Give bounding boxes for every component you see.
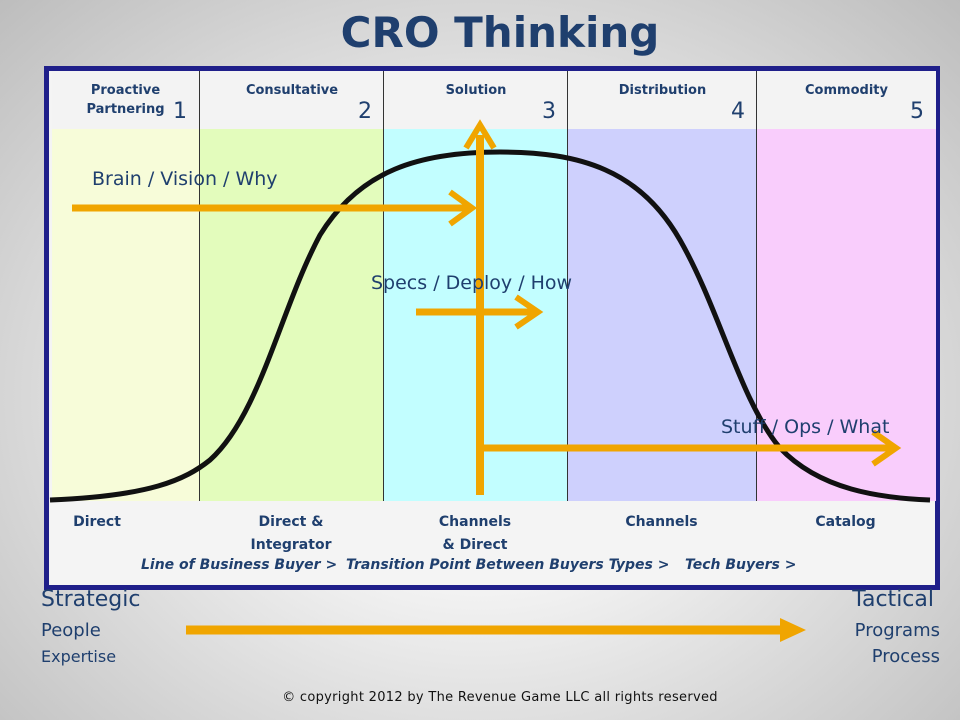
buyer-note-tech: Tech Buyers > [685, 557, 797, 573]
strategic-tactical-arrow-head [780, 618, 806, 642]
stage-header-2: Consultative 2 [199, 71, 384, 130]
stage-column-1 [52, 129, 199, 501]
stage-header-label: Commodity [805, 83, 888, 98]
stage-header-label: Proactive Partnering [86, 83, 165, 117]
flow-label-specs-deploy-how: Specs / Deploy / How [371, 272, 573, 294]
stage-header-label: Consultative [245, 83, 339, 98]
tactical-title: Tactical [852, 587, 934, 612]
page-title: CRO Thinking [340, 8, 660, 57]
stage-header-1: Proactive Partnering 1 [52, 71, 199, 130]
stage-number: 3 [542, 99, 556, 124]
channel-label-1: Direct [73, 514, 121, 530]
stage-header-5: Commodity 5 [756, 71, 936, 130]
flow-label-stuff-ops-what: Stuff / Ops / What [721, 416, 890, 438]
brain-vision-arrow-head [448, 189, 478, 227]
stuff-ops-arrow-head [871, 429, 902, 467]
tactical-line-process: Process [871, 646, 940, 667]
stage-number: 5 [910, 99, 924, 124]
stage-column-5 [756, 129, 936, 501]
specs-deploy-arrow-head [514, 294, 544, 330]
stage-header-3: Solution 3 [383, 71, 568, 130]
flow-label-brain-vision-why: Brain / Vision / Why [92, 168, 278, 190]
stage-number: 2 [358, 99, 372, 124]
strategic-line-people: People [41, 620, 101, 641]
channel-label-3: Channels & Direct [438, 514, 512, 553]
stage-number: 4 [731, 99, 745, 124]
stage-number: 1 [173, 99, 187, 124]
adoption-bell-curve [49, 149, 931, 503]
copyright-notice: © copyright 2012 by The Revenue Game LLC… [282, 690, 718, 705]
strategic-title: Strategic [41, 587, 141, 612]
stage-header-4: Distribution 4 [567, 71, 757, 130]
strategic-line-expertise: Expertise [41, 647, 117, 666]
tactical-line-programs: Programs [854, 620, 940, 641]
vertical-axis-arrow-head [463, 119, 497, 150]
flow-arrows [72, 119, 902, 642]
stage-header-label: Solution [445, 83, 507, 98]
buyer-note-line-of-business: Line of Business Buyer > [141, 557, 338, 573]
stage-column-4 [567, 129, 757, 501]
stage-header-label: Distribution [618, 83, 707, 98]
channel-label-2: Direct & Integrator [250, 514, 332, 553]
channel-label-5: Catalog [815, 514, 876, 530]
buyer-note-transition: Transition Point Between Buyers Types > [346, 557, 670, 573]
channel-label-4: Channels [625, 514, 698, 530]
